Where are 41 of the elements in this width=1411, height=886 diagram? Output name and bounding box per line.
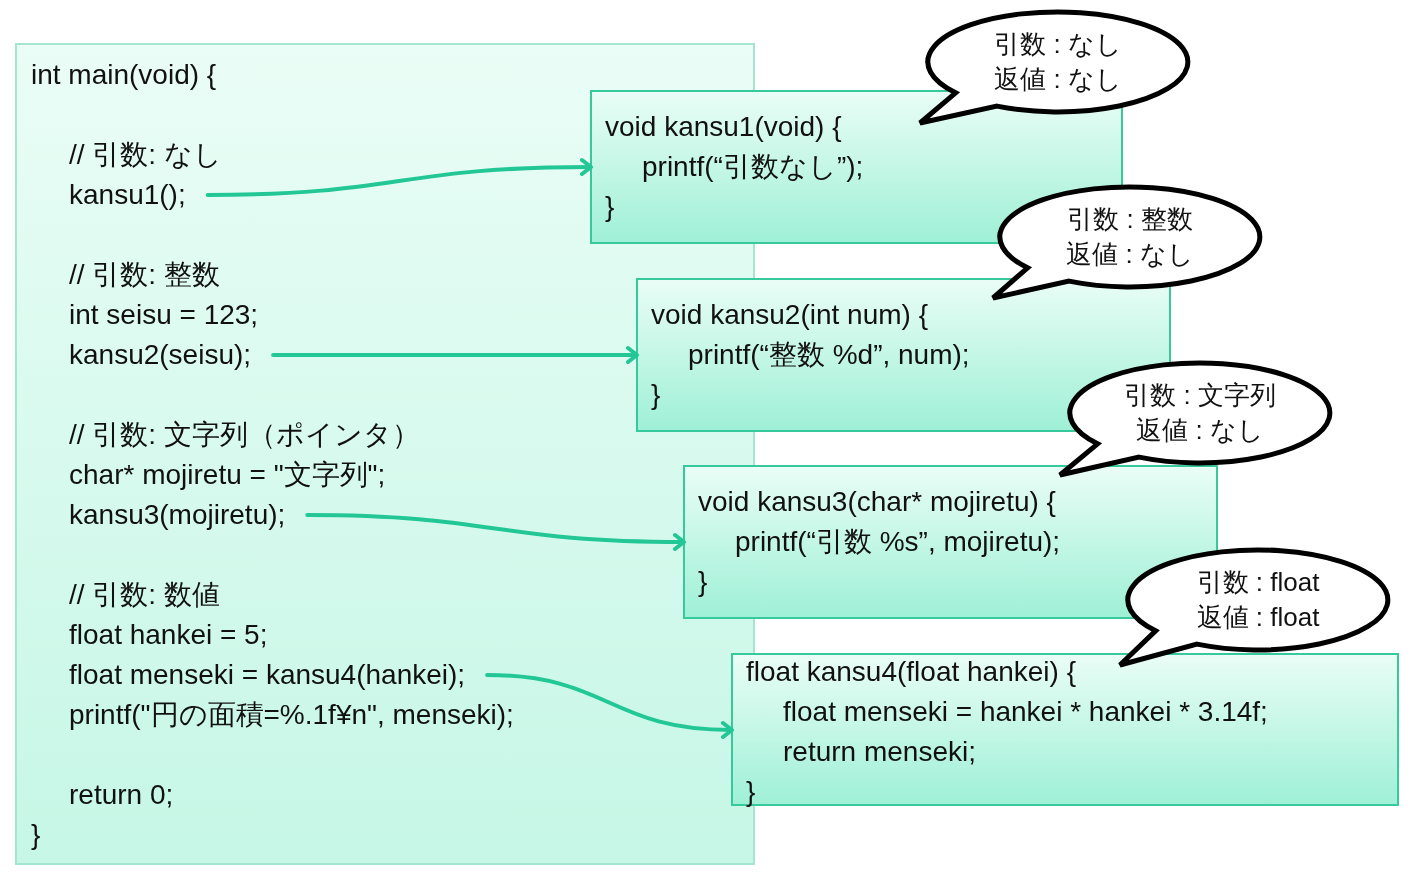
code-line: // 引数: 数値 (69, 578, 220, 612)
code-panel (731, 653, 1399, 806)
arrow (305, 513, 686, 551)
code-line: void kansu1(void) { (605, 110, 842, 144)
code-line: kansu3(mojiretu); (69, 495, 286, 535)
code-line: printf("円の面積=%.1f¥n", menseki); (69, 698, 514, 732)
code-line: } (651, 378, 661, 412)
bubble-text: 返値 : なし (993, 63, 1123, 96)
code-line: printf(“引数なし”); (642, 150, 864, 184)
code-line: kansu1(); (69, 175, 186, 215)
bubble-text: 引数 : なし (993, 28, 1123, 61)
code-line: return 0; (69, 778, 174, 812)
code-line: // 引数: 文字列（ポインタ） (69, 418, 420, 452)
code-line: float hankei = 5; (69, 618, 268, 652)
bubble-text: 引数 : 整数 (1066, 203, 1194, 236)
code-line: char* mojiretu = "文字列"; (69, 458, 386, 492)
arrow (485, 673, 734, 739)
bubble-text: 返値 : なし (1065, 238, 1195, 271)
code-line: float kansu4(float hankei) { (746, 655, 1076, 689)
code-line: int seisu = 123; (69, 298, 259, 332)
code-line: // 引数: なし (69, 138, 222, 172)
code-line: } (746, 775, 756, 809)
code-line: return menseki; (783, 735, 976, 769)
code-line: float menseki = hankei * hankei * 3.14f; (783, 695, 1268, 729)
code-line: printf(“引数 %s”, mojiretu); (735, 525, 1061, 559)
code-line: void kansu2(int num) { (651, 298, 929, 332)
bubble-text: 引数 : 文字列 (1123, 379, 1277, 412)
code-line: } (605, 190, 615, 224)
code-line: int main(void) { (31, 58, 217, 92)
arrow (205, 158, 593, 197)
code-line: void kansu3(char* mojiretu) { (698, 485, 1056, 519)
bubble-text: 返値 : なし (1135, 414, 1265, 447)
code-line: printf(“整数 %d”, num); (688, 338, 970, 372)
code-line: kansu2(seisu); (69, 335, 252, 375)
code-line: // 引数: 整数 (69, 258, 220, 292)
arrow (271, 346, 639, 364)
code-line: } (31, 818, 41, 852)
bubble-text: 引数 : float (1195, 566, 1321, 599)
bubble-text: 返値 : float (1195, 601, 1321, 634)
code-line: } (698, 565, 708, 599)
code-line: float menseki = kansu4(hankei); (69, 655, 466, 695)
